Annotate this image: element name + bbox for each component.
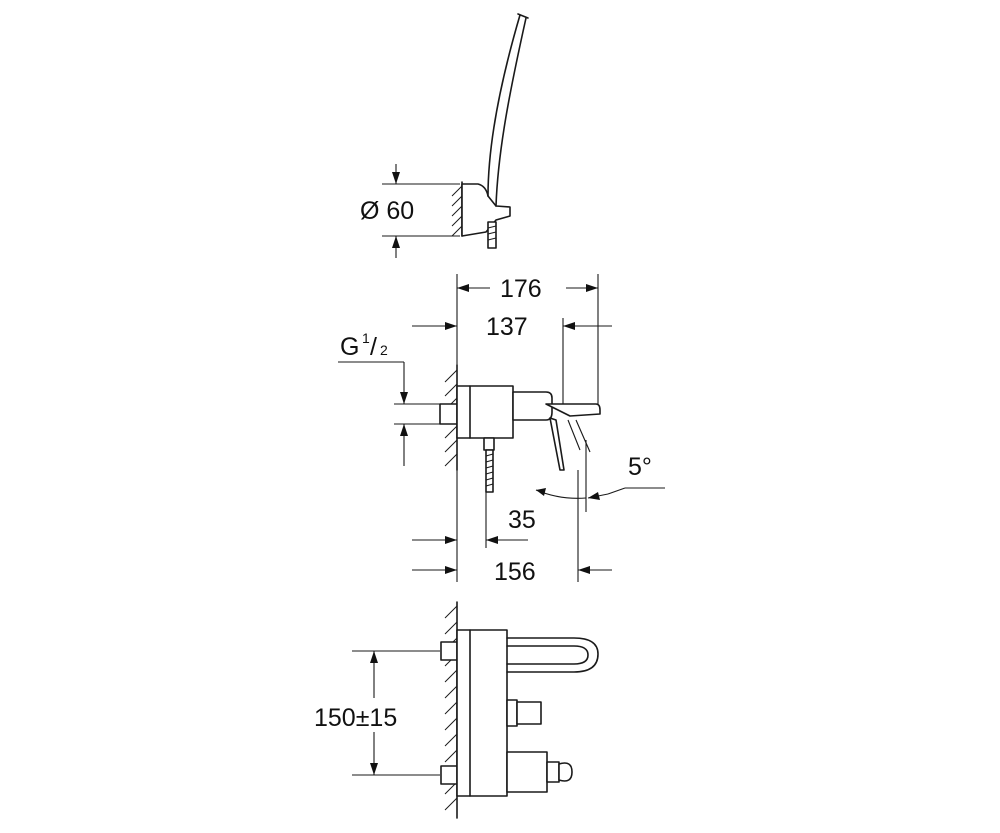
width-body-label: 137	[486, 313, 528, 341]
cartridge-top	[506, 699, 518, 727]
svg-text:1: 1	[362, 330, 370, 346]
diameter-label: Ø 60	[360, 197, 414, 225]
spacing-label: 150±15	[314, 704, 397, 732]
width-total-label: 176	[500, 275, 542, 303]
inlet-connection-upper	[440, 641, 458, 661]
outlet-connection	[483, 437, 495, 451]
svg-text:G: G	[340, 333, 359, 361]
mixer-body-top	[456, 629, 508, 797]
cartridge-housing	[512, 391, 553, 421]
inlet-connection-lower	[440, 765, 458, 785]
wall-hatch-top	[451, 181, 463, 237]
svg-text:2: 2	[380, 342, 388, 358]
thread-label: G 1 / 2	[340, 330, 388, 361]
inlet-connection	[439, 403, 458, 425]
svg-text:/: /	[370, 333, 377, 361]
holder-bracket	[461, 183, 511, 237]
angle-label: 5°	[628, 453, 652, 481]
diverter-knob	[558, 762, 573, 782]
mixer-top-view: 150±15	[314, 601, 599, 819]
wall-hatch-bottom	[444, 601, 458, 819]
hand-shower-holder-view: Ø 60	[360, 13, 529, 258]
mixer-side-view: 176 137 G 1 / 2 5° 3	[338, 274, 665, 586]
mixer-lever	[545, 403, 601, 417]
mixer-body	[456, 385, 514, 439]
shower-hose	[487, 14, 527, 207]
depth-base-label: 156	[494, 558, 536, 586]
holder-thread	[487, 221, 497, 249]
lever-loop	[506, 637, 599, 673]
diverter-body	[506, 751, 548, 793]
depth-small-label: 35	[508, 506, 536, 534]
